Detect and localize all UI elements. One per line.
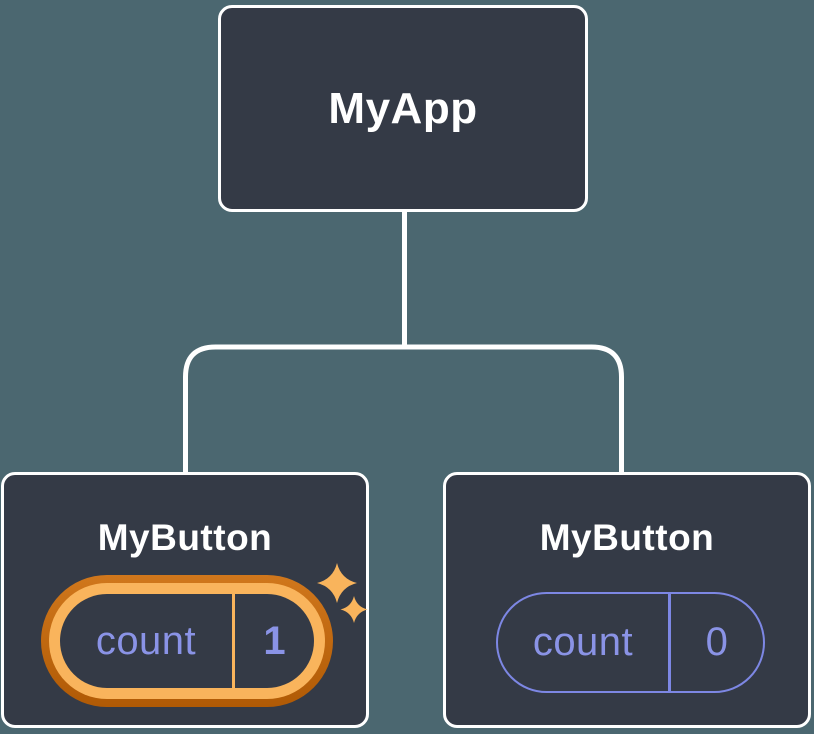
node-label: MyButton xyxy=(97,517,273,558)
node-label: MyApp xyxy=(328,83,478,133)
tree-node-mybutton-right: MyButton count 0 xyxy=(443,472,811,728)
state-value: 1 xyxy=(263,618,286,663)
tree-node-myapp: MyApp xyxy=(218,5,588,212)
tree-node-mybutton-left: MyButton count 1 xyxy=(1,472,369,728)
state-value: 0 xyxy=(705,620,728,664)
state-pill: count 1 xyxy=(60,594,314,688)
state-pill: count 0 xyxy=(496,592,765,693)
state-key-label: count xyxy=(95,618,197,663)
pill-divider xyxy=(668,594,671,691)
sparkle-icon xyxy=(317,563,368,623)
state-pill-highlight-ring: count 1 xyxy=(41,575,333,707)
node-label: MyButton xyxy=(539,517,715,558)
pill-divider xyxy=(232,594,235,688)
state-key-label: count xyxy=(532,620,634,664)
